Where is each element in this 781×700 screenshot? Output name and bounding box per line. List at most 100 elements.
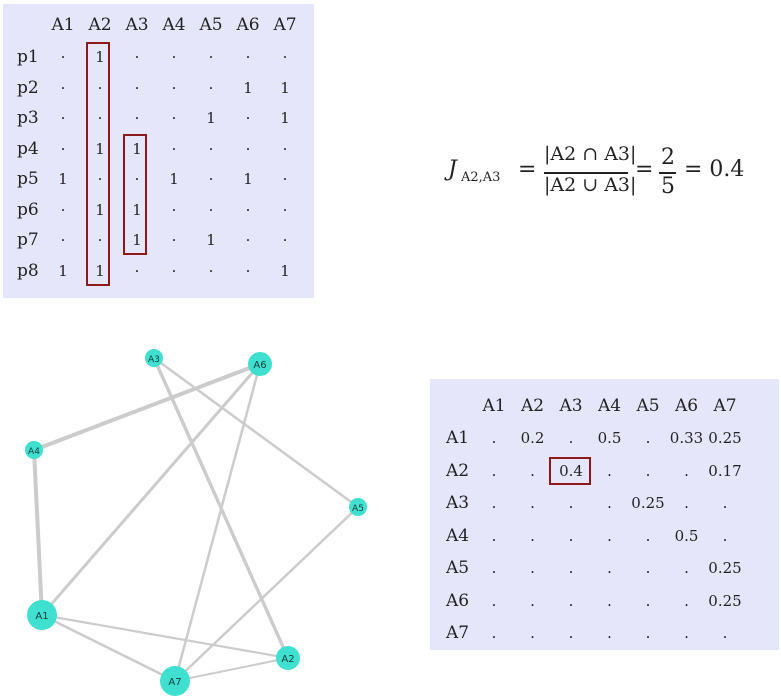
- jaccard-cell: .: [722, 624, 728, 642]
- jaccard-cell: .: [491, 494, 497, 512]
- matrix-cell: ·: [282, 48, 288, 66]
- matrix-cell: 1: [280, 78, 290, 97]
- matrix-cell: ·: [134, 170, 140, 188]
- jaccard-cell: 0.17: [708, 461, 742, 480]
- matrix-cell: ·: [97, 170, 103, 188]
- formula-j: J: [448, 157, 457, 182]
- graph-node-a1: [27, 600, 57, 630]
- jaccard-cell: .: [530, 624, 535, 642]
- jaccard-col-header: A7: [713, 396, 737, 416]
- matrix-cell: ·: [245, 261, 251, 280]
- jaccard-col-header: A4: [597, 396, 622, 416]
- graph-edge-a1-a7: [41, 613, 176, 683]
- jaccard-cell: .: [607, 494, 612, 512]
- matrix-cell: 1: [243, 78, 253, 97]
- graph-edge-a5-a7: [174, 506, 359, 682]
- jaccard-col-header: A3: [559, 396, 583, 416]
- graph-node-a5: [349, 498, 367, 516]
- matrix-cell: ·: [208, 170, 214, 188]
- matrix-cell: ·: [60, 78, 66, 97]
- matrix-cell: ·: [171, 139, 177, 158]
- jaccard-cell: 0.25: [708, 591, 742, 610]
- graph-node-label: A7: [168, 677, 181, 688]
- jaccard-col-header: A6: [674, 396, 699, 416]
- jaccard-cell: .: [684, 494, 689, 512]
- matrix-cell: ·: [282, 170, 288, 188]
- graph-node-a7: [160, 666, 190, 696]
- jaccard-cell: .: [491, 429, 497, 447]
- graph-node-label: A2: [281, 654, 294, 665]
- jaccard-cell: 0.5: [674, 526, 699, 545]
- graph-edge-a1-a2: [41, 613, 289, 660]
- matrix-row-header: p1: [17, 47, 39, 67]
- matrix-row-header: p6: [17, 199, 39, 220]
- graph-node-a3: [145, 349, 163, 367]
- formula-equals: =: [518, 157, 537, 182]
- matrix-cell: 1: [169, 170, 179, 188]
- graph-node-label: A1: [35, 611, 48, 622]
- matrix-col-header: A6: [236, 15, 260, 35]
- matrix-cell: 1: [58, 261, 68, 280]
- jaccard-cell: .: [568, 494, 574, 512]
- matrix-row-header: p3: [17, 108, 39, 128]
- jaccard-cell: .: [645, 429, 651, 447]
- fraction-bar-1: [544, 172, 628, 174]
- jaccard-formula: J A2,A3 = |A2 ∩ A3| |A2 ∪ A3| = 2 5 = 0.…: [448, 143, 758, 203]
- highlight-column-a2: [86, 42, 110, 286]
- jaccard-cell: .: [645, 624, 651, 642]
- jaccard-row-header: A6: [446, 590, 470, 611]
- jaccard-cell: .: [607, 559, 612, 577]
- jaccard-cell: .: [607, 461, 612, 480]
- jaccard-cell: .: [722, 526, 728, 545]
- graph-node-a4: [25, 441, 43, 459]
- graph-edge-a1-a6: [40, 363, 262, 616]
- formula-equals-2: =: [635, 157, 654, 182]
- jaccard-cell: .: [645, 559, 651, 577]
- graph-node-label: A6: [253, 360, 266, 371]
- matrix-col-header: A7: [273, 15, 297, 35]
- formula-denominator: |A2 ∪ A3|: [544, 174, 637, 196]
- jaccard-cell: .: [645, 591, 651, 610]
- matrix-cell: ·: [134, 109, 140, 127]
- matrix-cell: ·: [208, 261, 214, 280]
- graph-edge-a6-a7: [173, 363, 262, 682]
- jaccard-cell: .: [530, 591, 535, 610]
- jaccard-cell: .: [645, 526, 651, 545]
- matrix-row-header: p5: [17, 169, 39, 189]
- jaccard-cell: .: [530, 494, 535, 512]
- matrix-cell: ·: [245, 200, 251, 219]
- jaccard-cell: .: [530, 461, 535, 480]
- graph-edge-a2-a7: [174, 657, 289, 682]
- jaccard-row-header: A1: [446, 428, 470, 448]
- matrix-cell: ·: [171, 78, 177, 97]
- matrix-col-header: A1: [51, 15, 75, 35]
- matrix-cell: ·: [282, 231, 288, 249]
- matrix-col-header: A2: [88, 15, 112, 35]
- jaccard-cell: 0.2: [520, 429, 545, 447]
- matrix-cell: 1: [206, 231, 216, 249]
- formula-subscript: A2,A3: [461, 170, 501, 185]
- matrix-cell: 1: [243, 170, 253, 188]
- matrix-row-header: p4: [17, 138, 39, 159]
- jaccard-cell: .: [491, 461, 497, 480]
- graph-node-a2: [276, 646, 300, 670]
- jaccard-cell: .: [607, 591, 612, 610]
- matrix-cell: 1: [58, 170, 68, 188]
- matrix-cell: ·: [60, 200, 66, 219]
- jaccard-cell: .: [530, 559, 535, 577]
- jaccard-cell: .: [568, 624, 574, 642]
- matrix-cell: 1: [280, 109, 290, 127]
- fraction-bar-2: [659, 172, 676, 174]
- jaccard-cell: .: [684, 624, 689, 642]
- matrix-cell: ·: [171, 109, 177, 127]
- jaccard-cell: .: [684, 559, 689, 577]
- matrix-cell: 1: [132, 231, 142, 249]
- jaccard-cell: .: [722, 494, 728, 512]
- jaccard-col-header: A2: [520, 396, 545, 416]
- jaccard-cell: .: [530, 526, 535, 545]
- jaccard-col-header: A1: [482, 396, 506, 416]
- matrix-cell: ·: [60, 231, 66, 249]
- matrix-cell: ·: [134, 261, 140, 280]
